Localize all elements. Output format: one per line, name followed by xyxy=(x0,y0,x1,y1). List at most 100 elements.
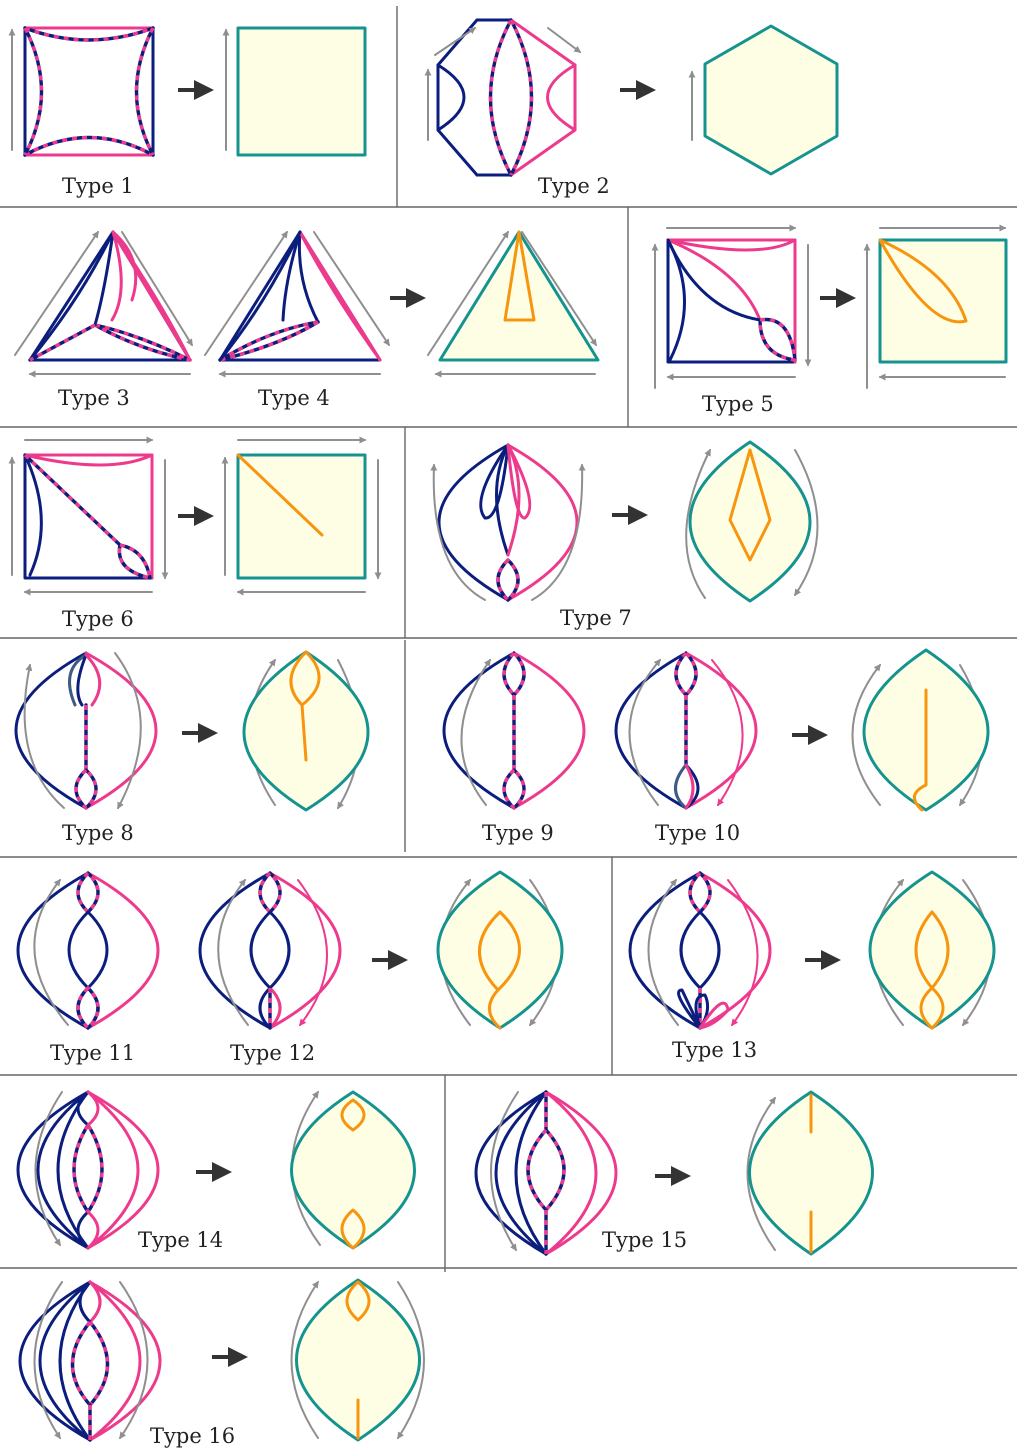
orientation-arrow xyxy=(397,1281,425,1440)
orientation-arrow xyxy=(851,663,881,806)
shared-edge-dash xyxy=(488,19,513,176)
pink-edge xyxy=(86,1090,160,1250)
pink-edge xyxy=(86,871,160,1030)
pink-edge xyxy=(268,986,282,1030)
navy-edge xyxy=(679,910,702,990)
shared-edge-dash xyxy=(758,317,797,362)
orange-edge xyxy=(300,703,308,762)
navy-edge xyxy=(614,651,688,810)
navy-edge xyxy=(258,986,272,1030)
result-outline xyxy=(438,230,600,362)
navy-edge xyxy=(14,651,88,810)
pink-edge xyxy=(86,1090,140,1250)
type-label: Type 12 xyxy=(230,1041,315,1065)
pink-edge xyxy=(111,230,192,362)
navy-edge xyxy=(474,1090,548,1256)
orientation-arrow xyxy=(33,1281,63,1440)
pink-edge xyxy=(88,1280,142,1442)
shared-edge-dash xyxy=(496,558,520,602)
pink-edge xyxy=(110,230,123,322)
pink-edge xyxy=(684,763,695,810)
shared-edge-dash xyxy=(74,768,98,810)
type-label: Type 14 xyxy=(138,1228,223,1252)
shared-edge xyxy=(23,26,44,157)
pink-edge xyxy=(86,1090,100,1127)
shared-edge xyxy=(72,1123,104,1214)
orientation-arrow-pink xyxy=(711,659,744,807)
shared-edge xyxy=(509,18,534,177)
pink-edge xyxy=(506,443,532,520)
steel-edge xyxy=(674,763,688,810)
pink-edge xyxy=(684,651,758,810)
navy-edge xyxy=(297,230,320,324)
orientation-arrow-pink xyxy=(727,879,759,1027)
navy-edge xyxy=(93,230,115,327)
type-label: Type 2 xyxy=(538,174,610,198)
navy-edge xyxy=(38,1280,92,1442)
orange-edge xyxy=(488,988,502,1030)
shared-edge-dash xyxy=(502,651,526,697)
navy-edge xyxy=(36,1090,90,1250)
pink-edge xyxy=(23,453,154,467)
type-label: Type 9 xyxy=(482,821,554,845)
navy-edge xyxy=(666,238,762,322)
navy-edge xyxy=(67,910,90,990)
navy-edge xyxy=(436,18,479,177)
navy-edge xyxy=(698,910,721,990)
orientation-arrow xyxy=(114,652,142,810)
navy-edge xyxy=(514,1090,548,1256)
type-label: Type 10 xyxy=(655,821,740,845)
navy-edge xyxy=(23,453,43,577)
orientation-arrow xyxy=(647,878,679,1026)
shared-edge-dash xyxy=(72,1124,104,1214)
orientation-arrow xyxy=(204,230,288,356)
orientation-arrow xyxy=(531,463,586,601)
orientation-arrow xyxy=(434,27,477,56)
pink-edge xyxy=(544,1090,618,1256)
pink-edge xyxy=(666,238,762,322)
orientation-arrow xyxy=(685,448,711,599)
shared-edge xyxy=(502,651,526,697)
type-label: Type 15 xyxy=(602,1228,687,1252)
shared-edge-dash xyxy=(24,26,154,42)
shared-edge xyxy=(70,1320,110,1407)
pink-edge xyxy=(698,871,772,1030)
navy-edge xyxy=(437,443,510,602)
orientation-arrow xyxy=(490,1091,519,1252)
type-label: Type 11 xyxy=(50,1041,135,1065)
result-outline xyxy=(295,1278,421,1442)
navy-edge xyxy=(494,1090,548,1256)
shared-edge-dash xyxy=(509,19,534,176)
navy-edge xyxy=(479,443,510,520)
orientation-arrow xyxy=(794,449,819,597)
orientation-arrow xyxy=(33,878,69,1026)
shared-edge xyxy=(526,1128,566,1212)
navy-edge xyxy=(56,1090,90,1250)
section-dividers xyxy=(0,6,1017,1272)
navy-edge xyxy=(16,871,90,1030)
result-outline xyxy=(242,650,370,812)
result-outline xyxy=(688,440,812,603)
navy-edge xyxy=(218,230,302,362)
type-label: Type 6 xyxy=(62,607,134,631)
pink-edge xyxy=(512,651,586,810)
result-outline xyxy=(236,26,367,157)
shared-edge-dash xyxy=(219,320,319,362)
type-label: Type 1 xyxy=(62,174,134,198)
type-label: Type 16 xyxy=(150,1424,235,1448)
pink-edge xyxy=(268,871,342,1030)
shared-edge-dash xyxy=(23,453,122,547)
shared-edge xyxy=(758,317,797,362)
result-outline xyxy=(290,1090,416,1250)
shared-edge-dash xyxy=(29,323,96,362)
orientation-arrow xyxy=(628,658,661,806)
orientation-arrow xyxy=(14,230,99,356)
diagram-layer xyxy=(8,18,1008,1442)
pink-edge xyxy=(506,443,521,557)
pink-edge xyxy=(84,651,158,810)
orange-edge xyxy=(728,448,772,562)
pink-edge xyxy=(84,653,102,707)
orientation-arrow xyxy=(430,463,486,601)
shared-edge-dash xyxy=(70,1320,110,1407)
